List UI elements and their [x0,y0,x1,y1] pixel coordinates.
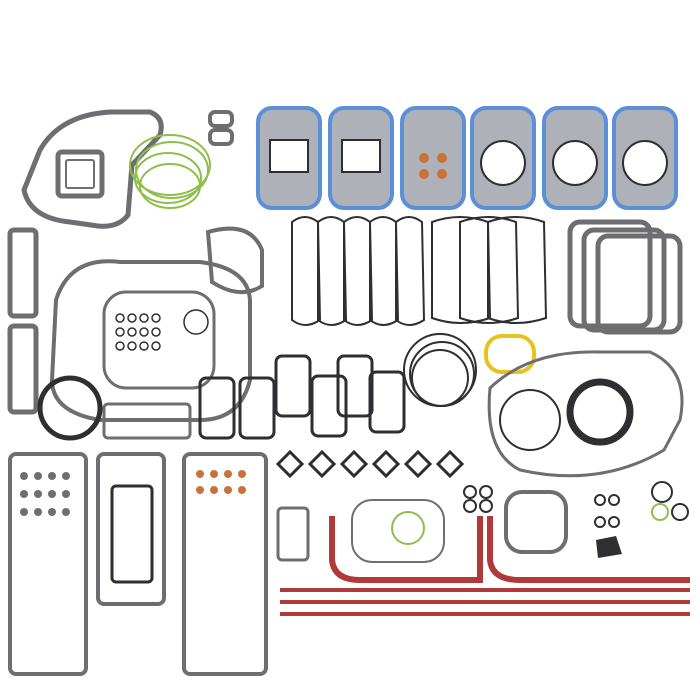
small-cover-gasket [102,402,192,440]
green-o-rings [129,134,211,209]
small-plate-gasket [276,506,310,562]
green-o-ring-small [651,503,669,521]
small-flange-gaskets [208,110,234,146]
head-gasket [400,106,466,210]
valve-cover-gaskets-gray [567,219,683,335]
rocker-cover-gaskets [291,216,548,326]
manifold-gaskets [198,354,406,440]
head-gasket [542,106,608,210]
left-strip-gaskets [7,227,39,415]
small-o-rings [463,481,689,528]
large-o-rings [403,333,477,407]
valve-seals-grid [20,472,70,516]
oil-pan-gaskets [329,490,690,583]
cylinder-head-gaskets [256,106,678,210]
crank-seal [37,375,103,441]
bracket-gasket [596,536,622,558]
head-gasket [256,106,322,210]
head-gasket [612,106,678,210]
head-gasket [328,106,394,210]
head-gasket [470,106,536,210]
red-strip-gaskets [280,588,690,616]
flange-gaskets-row [275,449,465,479]
plate-gaskets [8,452,268,676]
copper-washers [196,470,246,494]
timing-cover-gasket [21,109,164,229]
front-cover-gasket [49,226,264,422]
rear-cover-gasket [487,350,684,478]
